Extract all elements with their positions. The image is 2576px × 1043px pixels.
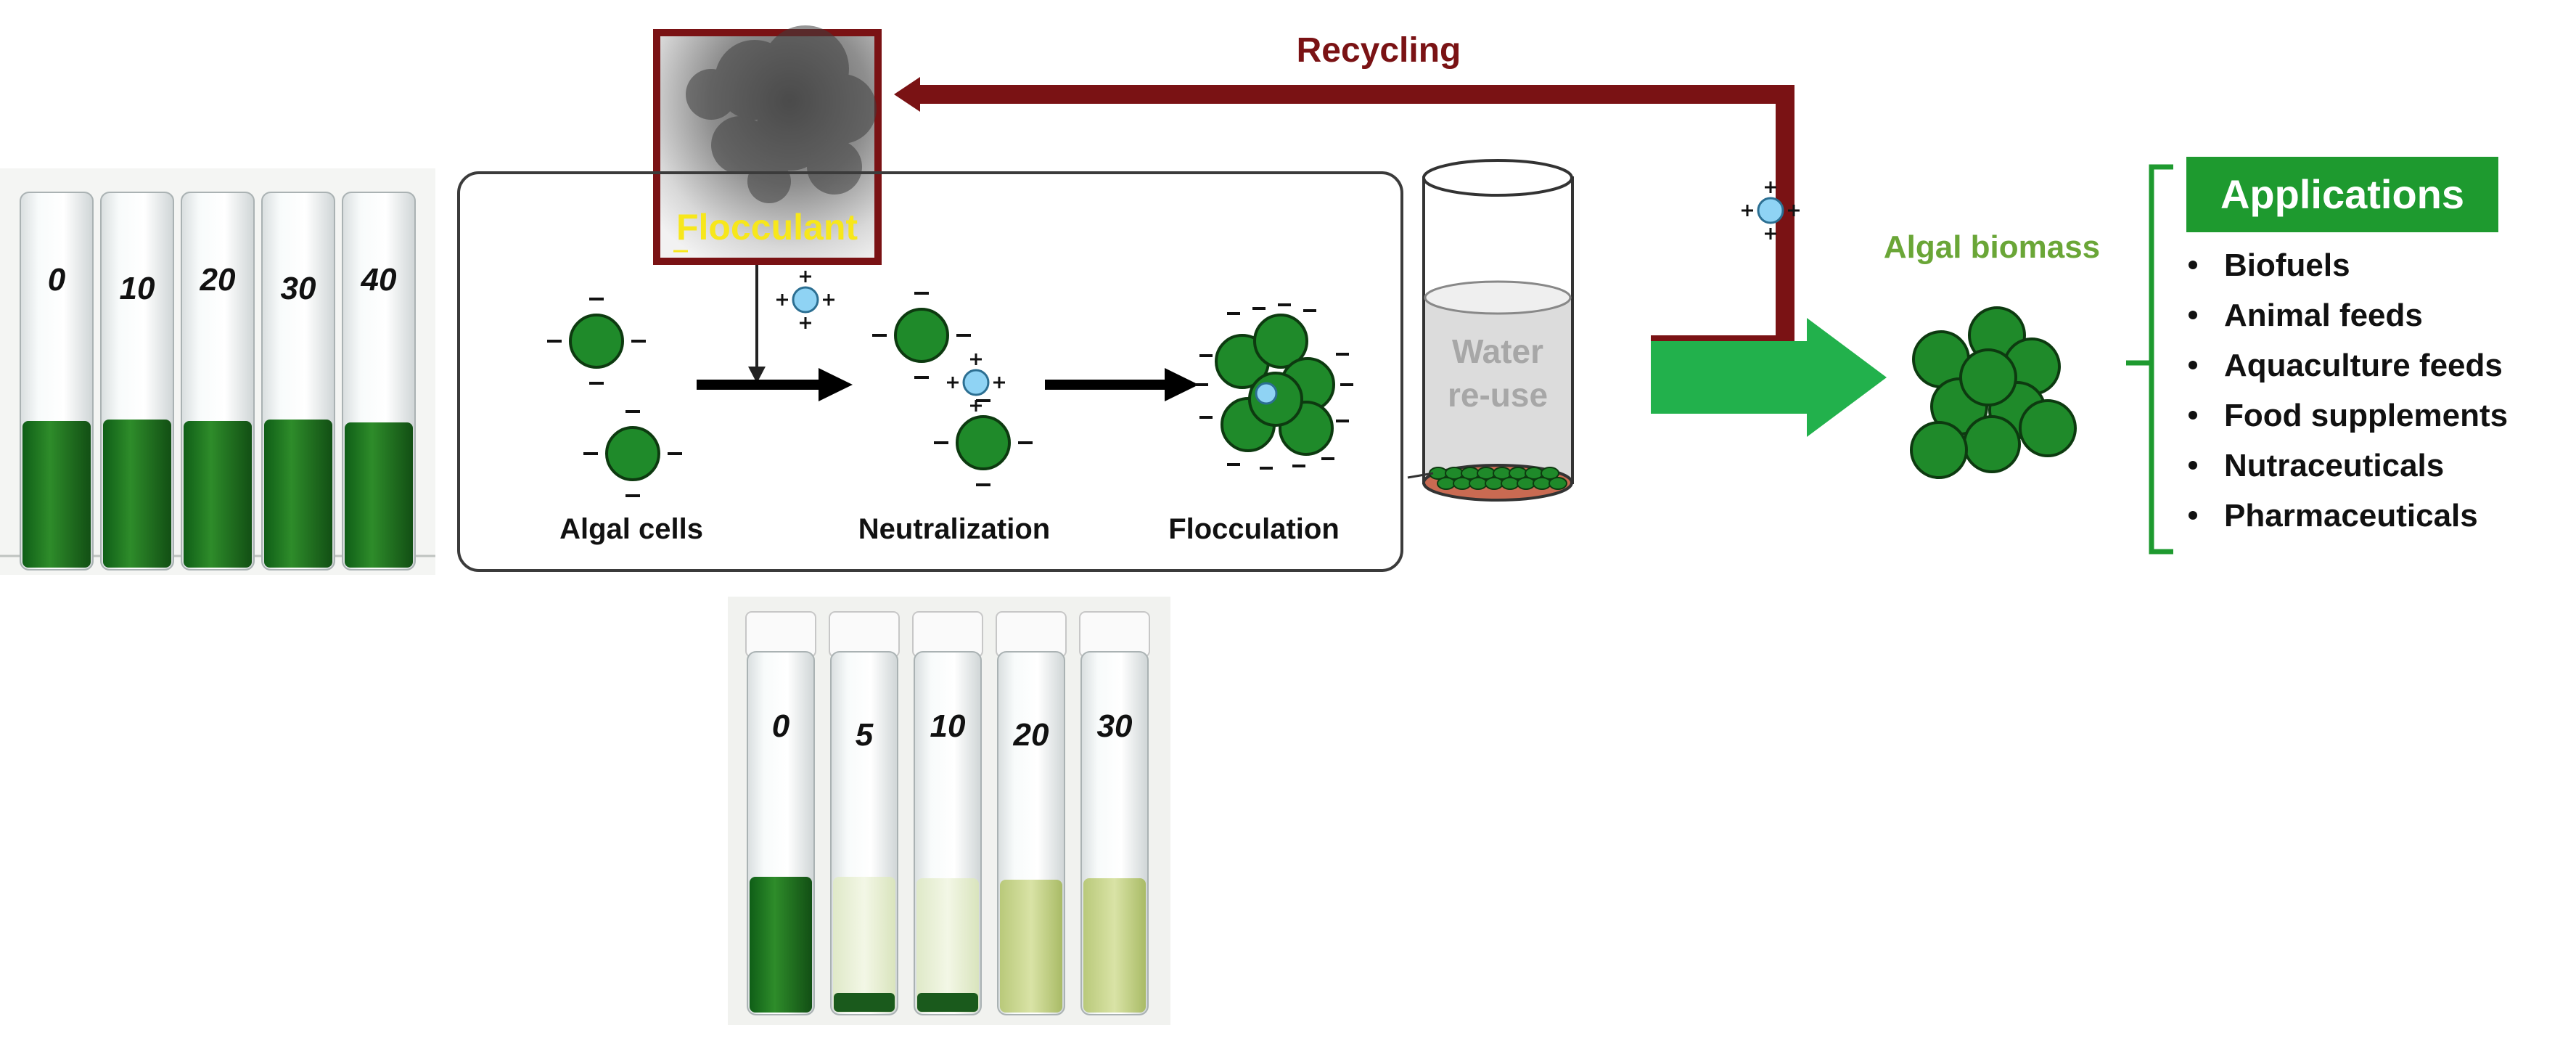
tube-concentration-label: 5 [856, 717, 874, 753]
tube-concentration-label: 40 [361, 262, 397, 298]
test-tube: 10 [912, 611, 983, 1015]
water-reuse-beaker: Water re-use [1407, 159, 1574, 502]
algal-biomass-cluster [1910, 306, 2077, 479]
before-tubes-photo: 0 10 20 30 40 [0, 168, 435, 575]
tube-concentration-label: 20 [200, 262, 236, 298]
algal-cell [872, 292, 971, 379]
application-item: Animal feeds [2224, 298, 2423, 333]
test-tube: 20 [181, 192, 255, 570]
biomass-cell [1959, 348, 2017, 406]
algal-cell [934, 399, 1033, 486]
applications-title-box [2186, 157, 2498, 232]
application-item: Pharmaceuticals [2224, 498, 2478, 533]
algal-cell [547, 298, 646, 385]
dosing-arrow-head [748, 367, 766, 383]
flocculation-label: Flocculation [1168, 513, 1340, 545]
test-tube: 10 [100, 192, 174, 570]
nanoparticle-cluster [686, 25, 877, 203]
tube-concentration-label: 30 [281, 271, 316, 306]
bullet-icon [2189, 361, 2197, 369]
bullet-icon [2189, 511, 2197, 520]
bullet-icon [2189, 311, 2197, 319]
after-tubes-photo: 0 5 10 20 30 [728, 597, 1170, 1025]
flocculant-tem-image: Flocculant [653, 25, 882, 265]
algal-cell [583, 410, 682, 497]
tube-concentration-label: 10 [120, 271, 155, 306]
tube-concentration-label: 20 [1013, 717, 1049, 753]
test-tube: 30 [1079, 611, 1150, 1015]
biomass-cell [2019, 399, 2077, 457]
test-tube: 20 [996, 611, 1067, 1015]
process-box [457, 171, 1403, 572]
bullet-icon [2189, 461, 2197, 470]
cation-icon [776, 271, 834, 329]
application-item: Nutraceuticals [2224, 448, 2444, 483]
process-arrow-1 [697, 368, 853, 401]
test-tube: 30 [261, 192, 335, 570]
application-item: Biofuels [2224, 248, 2350, 283]
applications-bracket [2126, 164, 2173, 555]
test-tube: 40 [342, 192, 416, 570]
sediment-cells [1429, 467, 1567, 490]
algal-cells-label: Algal cells [559, 513, 703, 545]
beaker-water [1425, 298, 1571, 483]
tube-concentration-label: 0 [772, 708, 790, 744]
recycling-arrow-line [914, 85, 1794, 354]
recycling-label: Recycling [1297, 31, 1461, 70]
cation-icon [1742, 181, 1800, 240]
bullet-icon [2189, 411, 2197, 420]
biomass-output-arrow [1651, 318, 1887, 437]
recycling-arrow-head [894, 77, 920, 112]
algal-biomass-label: Algal biomass [1884, 229, 2100, 265]
test-tube: 0 [20, 192, 94, 570]
water-label-line1: Water [1452, 332, 1543, 370]
tube-concentration-label: 30 [1097, 708, 1133, 744]
applications-title: Applications [2220, 171, 2464, 217]
water-label-line2: re-use [1448, 376, 1548, 414]
test-tube: 0 [745, 611, 816, 1015]
tube-concentration-label: 0 [48, 262, 66, 298]
cation-icon [947, 353, 1005, 412]
application-item: Aquaculture feeds [2224, 348, 2503, 383]
biomass-cell [1963, 415, 2021, 473]
test-tube: 5 [829, 611, 900, 1015]
recycling-loop: Recycling [894, 31, 1794, 354]
tube-concentration-label: 10 [930, 708, 966, 744]
floc-cluster [1195, 303, 1353, 470]
flocculant-label: Flocculant [676, 207, 858, 248]
application-item: Food supplements [2224, 398, 2508, 433]
process-arrow-2 [1045, 368, 1199, 401]
biomass-cell [1910, 421, 1968, 479]
bullet-icon [2189, 261, 2197, 269]
neutralization-label: Neutralization [858, 513, 1050, 545]
